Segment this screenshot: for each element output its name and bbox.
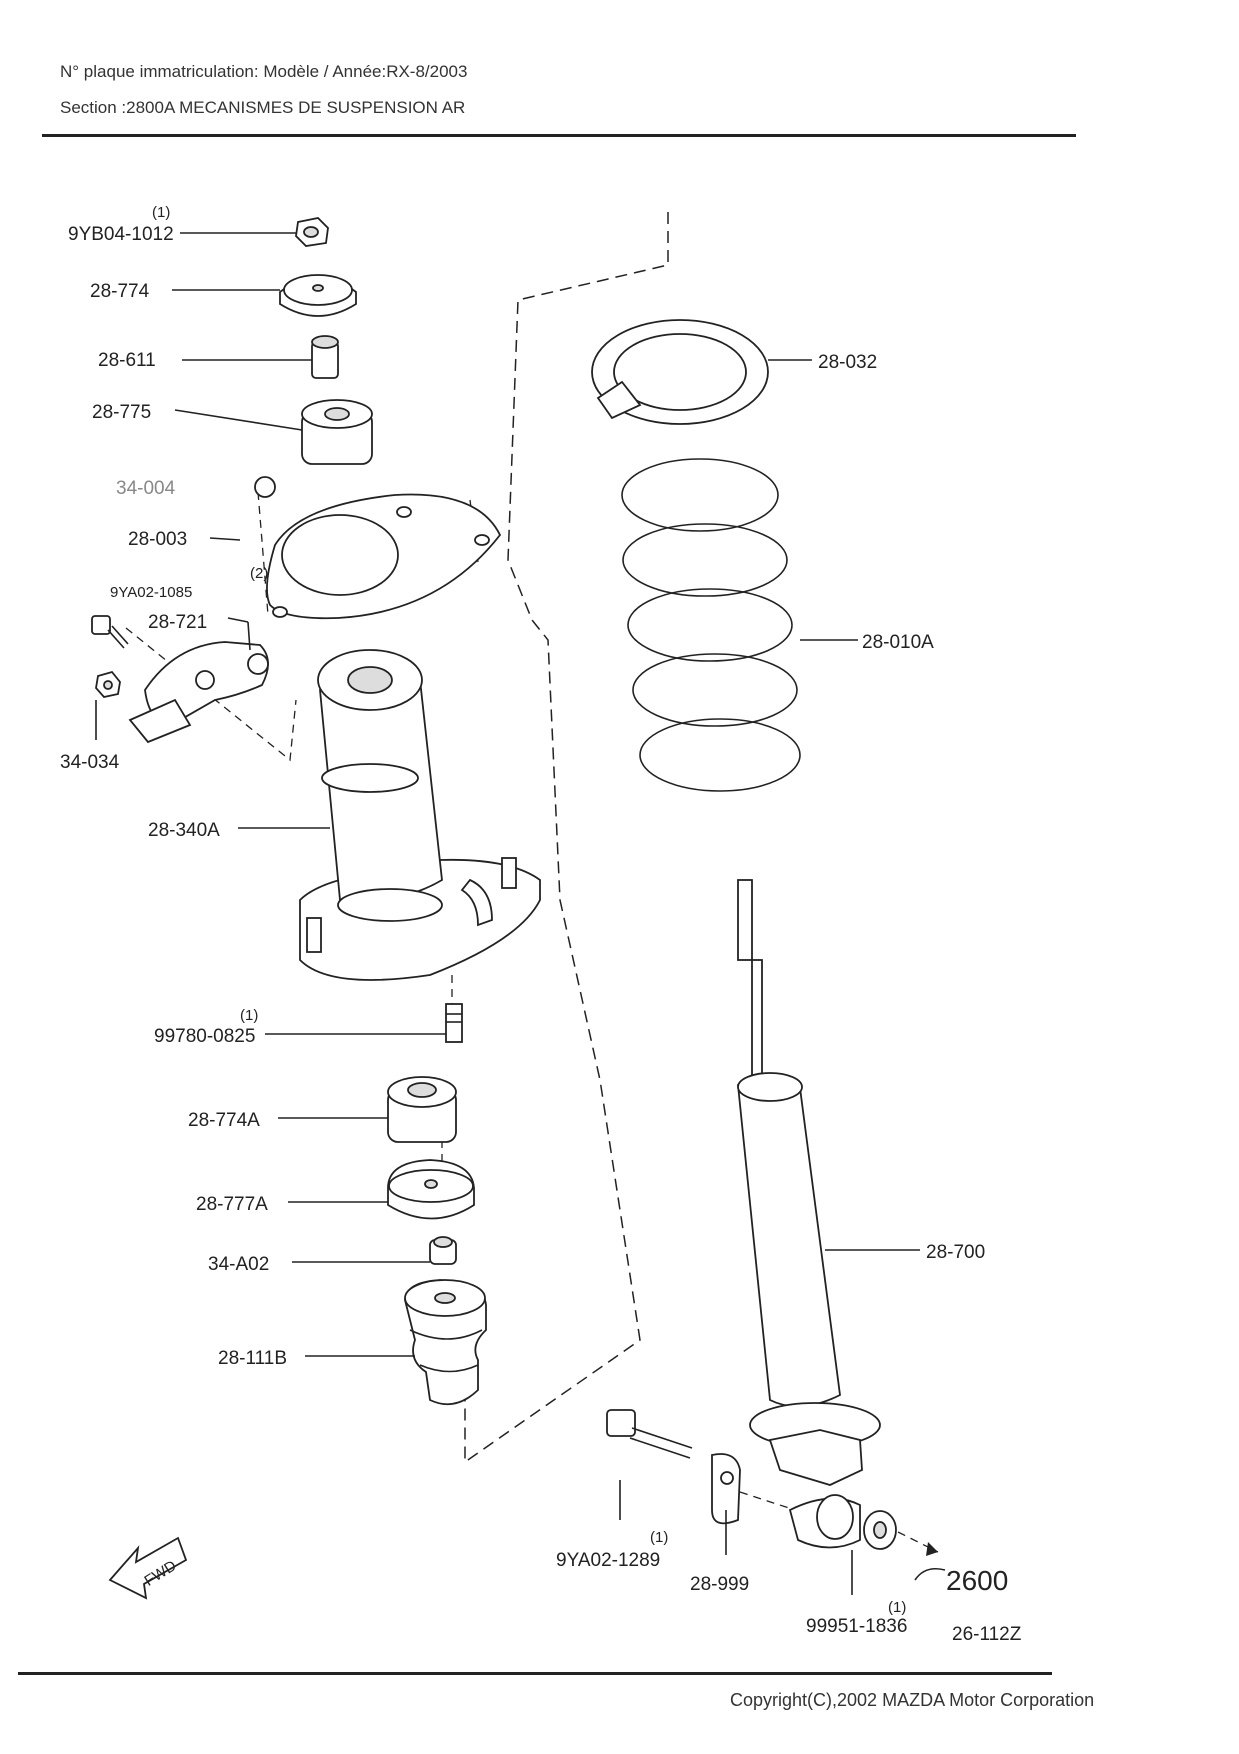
label-34-004: 34-004 xyxy=(116,478,176,499)
label-28-340a: 28-340A xyxy=(148,820,220,841)
lower-bolt-line xyxy=(739,1491,796,1511)
assembly-outline xyxy=(464,212,669,1464)
coil-spring-icon xyxy=(621,458,801,792)
label-9yb04-1012: 9YB04-1012 xyxy=(68,224,174,245)
footer-divider xyxy=(18,1672,1052,1675)
label-28-774: 28-774 xyxy=(90,281,150,302)
leader-lines xyxy=(95,232,920,1595)
label-28-999: 28-999 xyxy=(690,1574,749,1595)
label-28-611: 28-611 xyxy=(98,350,156,371)
copyright-text: Copyright(C),2002 MAZDA Motor Corporatio… xyxy=(730,1690,1095,1710)
label-qty: (1) xyxy=(650,1529,668,1546)
label-99780-0825: 99780-0825 xyxy=(154,1026,255,1047)
bracket-icon xyxy=(128,641,269,744)
header-divider xyxy=(42,134,1076,137)
label-qty: (1) xyxy=(888,1599,906,1616)
lower-plate-icon xyxy=(711,1453,741,1525)
label-34-a02: 34-A02 xyxy=(208,1254,269,1275)
label-28-700: 28-700 xyxy=(926,1242,985,1263)
label-28-010a: 28-010A xyxy=(862,632,934,653)
reference-label: 2600 xyxy=(946,1565,1008,1596)
nut-icon xyxy=(295,217,329,247)
plate-stud-line xyxy=(257,491,269,616)
lower-bolt-icon xyxy=(606,1409,693,1459)
label-99951-1836: 99951-1836 xyxy=(806,1616,907,1637)
arrow-head-icon xyxy=(926,1542,938,1556)
plate-model-year-line: N° plaque immatriculation: Modèle / Anné… xyxy=(60,62,468,81)
bolt-icon xyxy=(91,615,129,649)
label-28-111b: 28-111B xyxy=(218,1348,287,1369)
washer-icon xyxy=(863,1510,897,1550)
stud-icon xyxy=(445,1003,463,1043)
label-9ya02-1289: 9YA02-1289 xyxy=(556,1550,660,1571)
bushing-icon xyxy=(301,399,373,465)
label-qty: (1) xyxy=(152,204,170,221)
section-title: Section :2800A MECANISMES DE SUSPENSION … xyxy=(60,98,466,117)
sleeve-icon xyxy=(311,335,339,379)
label-28-775: 28-775 xyxy=(92,402,151,423)
label-26-112z: 26-112Z xyxy=(952,1624,1022,1645)
label-9ya02-1085: 9YA02-1085 xyxy=(110,584,192,601)
hex-nut-icon xyxy=(95,670,121,698)
bump-stop-icon xyxy=(404,1279,487,1406)
reference-arrow xyxy=(897,1531,939,1553)
shock-absorber-icon xyxy=(737,879,881,1549)
bushing-lower-icon xyxy=(387,1076,457,1143)
label-28-721: 28-721 xyxy=(148,612,207,633)
cap-icon xyxy=(279,274,357,317)
label-28-777a: 28-777A xyxy=(196,1194,268,1215)
collar-icon xyxy=(429,1236,457,1265)
small-bolt-icon xyxy=(254,476,276,498)
washer-cup-icon xyxy=(387,1159,475,1220)
label-28-032: 28-032 xyxy=(818,352,877,373)
label-qty: (2) xyxy=(250,565,268,582)
label-34-034: 34-034 xyxy=(60,752,120,773)
shock-mount-icon xyxy=(299,649,541,981)
reference-hand-icon xyxy=(914,1567,946,1581)
label-28-003: 28-003 xyxy=(128,529,187,550)
label-qty: (1) xyxy=(240,1007,258,1024)
label-28-774a: 28-774A xyxy=(188,1110,260,1131)
plate-icon xyxy=(266,493,502,620)
forward-arrow-icon: FWD xyxy=(108,1536,188,1600)
spring-seat-icon xyxy=(591,319,769,425)
